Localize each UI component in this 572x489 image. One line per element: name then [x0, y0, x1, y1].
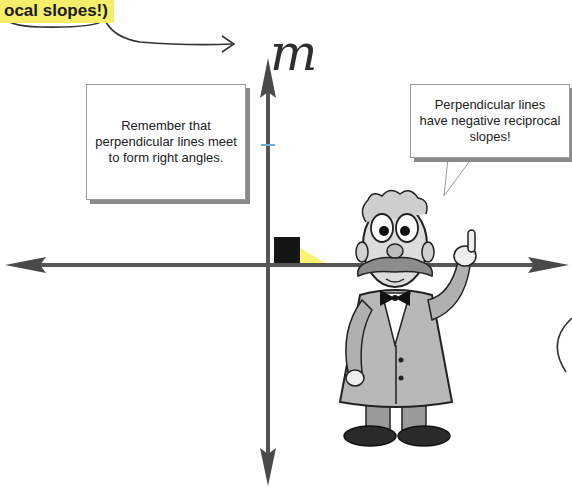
- right-angle-marker: [274, 237, 300, 263]
- callout-text: Remember that perpendicular lines meet t…: [95, 118, 237, 167]
- bubble-tail: [444, 158, 472, 196]
- arrowhead: [528, 257, 569, 273]
- handwritten-letter: m: [270, 24, 317, 82]
- callout-box: Remember that perpendicular lines meet t…: [86, 84, 246, 200]
- hand-arrow: [106, 22, 232, 45]
- arrowhead: [5, 257, 46, 273]
- hand-arrowhead: [222, 36, 234, 52]
- professor-figure: [340, 190, 476, 446]
- speech-bubble: Perpendicular lines have negative recipr…: [410, 84, 570, 158]
- arrowhead: [260, 448, 276, 486]
- heading-fragment: ocal slopes!): [0, 0, 114, 23]
- tick-mark: [261, 144, 275, 146]
- hand-curve: [557, 318, 572, 372]
- callout-text: Perpendicular lines have negative recipr…: [419, 97, 561, 146]
- right-angle-highlight: [300, 248, 325, 263]
